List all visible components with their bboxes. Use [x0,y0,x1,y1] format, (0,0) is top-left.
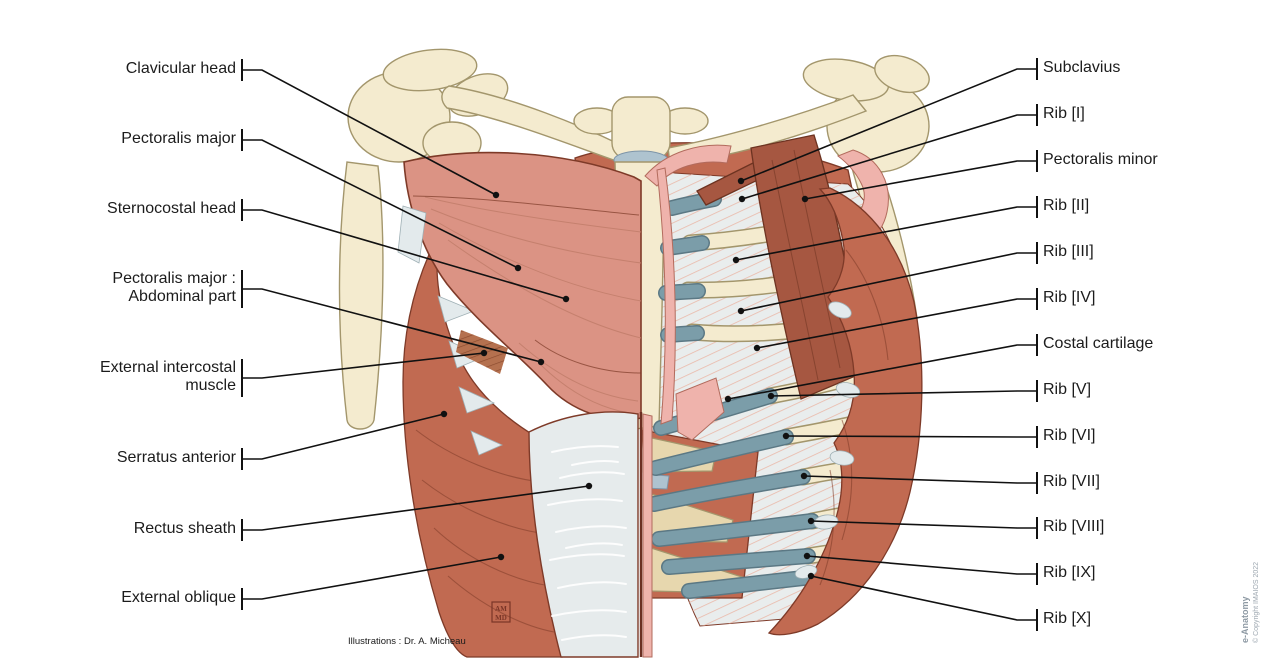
path-shape [538,362,630,414]
bones-left [338,48,626,430]
leader-line-clavicular-head [242,69,497,196]
anchor-dot-sternocostal-head [562,295,570,303]
path-shape [819,469,835,586]
ellipse-shape [829,450,855,466]
anchor-dot-pectoralis-major-abdominal-part [537,358,545,366]
anchor-dot-rib-ii [732,256,740,264]
leader-line-pectoralis-minor [804,160,1037,200]
anchor-dot-rib-vi [782,432,790,440]
path-shape [555,525,627,533]
ellipse-shape [828,301,852,319]
path-shape [421,479,549,535]
right-acromion [874,54,930,94]
path-shape [534,339,642,374]
path-shape [771,159,819,381]
path-shape [561,634,627,641]
path-shape [547,498,623,506]
path-shape [642,413,653,658]
leader-line-external-oblique [242,556,502,600]
path-shape [675,377,725,441]
path-shape [845,249,889,361]
anchor-dot-pectoralis-major [514,264,522,272]
serratus-slip [437,295,476,323]
cut-pectoralis-edge [656,167,676,425]
path-shape [571,460,619,466]
anchor-dot-rib-iv [753,344,761,352]
anchor-dot-clavicular-head [492,191,500,199]
serratus-slip [458,386,496,414]
costal-cartilage-7 [647,470,810,511]
leader-line-costal-cartilage [727,344,1037,400]
path-shape [438,222,642,302]
anchor-dot-rib-iii [737,307,745,315]
rect-shape [491,601,511,623]
path-shape [412,195,640,216]
leader-line-rib-x [810,575,1037,621]
path-shape [551,609,627,617]
path-shape [559,471,625,479]
anchor-dot-rib-i [738,195,746,203]
copyright-watermark: © Copyright IMAIOS 2022 [1253,561,1260,643]
costal-cartilage-6 [649,430,793,475]
leader-line-rib-vi [785,435,1037,438]
leader-line-rib-ix [806,555,1037,575]
leader-line-rib-vii [803,475,1037,484]
anchor-dot-rib-vii [800,472,808,480]
anchor-dot-rib-ix [803,552,811,560]
anchor-dot-rib-x [807,572,815,580]
path-shape [447,575,555,633]
costal-cartilage-8 [652,514,819,546]
leader-line-rib-v [770,390,1037,397]
path-shape [430,208,642,264]
serratus-slip [470,430,503,456]
leader-line-rib-ii [735,206,1037,261]
tendon-patch [397,205,427,264]
anchor-dot-external-oblique [497,553,505,561]
leader-line-serratus-anterior [242,413,445,460]
leader-line-rectus-sheath [242,485,590,531]
leader-line-pectoralis-major-abdominal-part [242,288,542,363]
brand-watermark: e-Anatomy [1240,596,1250,643]
leader-line-subclavius [740,68,1037,182]
monogram-stamp: AM MD [491,601,511,623]
anchor-dot-serratus-anterior [440,410,448,418]
costal-cartilage-9 [662,549,815,574]
path-shape [433,527,551,587]
anchor-dot-pectoralis-minor [801,195,809,203]
leader-line-sternocostal-head [242,209,567,300]
left-clavicle [441,85,626,166]
leader-line-pectoralis-major [242,139,519,269]
left-scapula-spine [382,48,478,92]
anchor-dot-rectus-sheath [585,482,593,490]
monogram-bottom: MD [495,614,507,622]
anchor-dot-subclavius [737,177,745,185]
path-shape [549,553,625,561]
path-shape [565,542,623,549]
anchor-dot-costal-cartilage [724,395,732,403]
leader-line-rib-iii [740,252,1037,312]
leader-line-external-intercostal-muscle [242,352,485,379]
left-humerus [338,161,384,430]
path-shape [793,149,841,369]
anchor-dot-rib-viii [807,517,815,525]
watermark: e-Anatomy © Copyright IMAIOS 2022 [1240,533,1264,643]
leader-line-rib-viii [810,520,1037,529]
path-shape [447,239,642,339]
path-shape [415,429,543,483]
path-shape [424,196,642,233]
leader-line-rib-i [741,114,1037,200]
costal-cartilage-10 [682,570,819,598]
monogram-top: AM [495,605,507,613]
anchor-dot-external-intercostal-muscle [480,349,488,357]
path-shape [518,342,639,402]
anchor-dot-rib-v [767,392,775,400]
leader-line-rib-iv [756,298,1037,349]
path-shape [841,419,853,541]
illustration-credit: Illustrations : Dr. A. Micheau [348,636,466,647]
abdomen [528,411,653,658]
path-shape [557,581,627,589]
path-shape [551,445,619,453]
